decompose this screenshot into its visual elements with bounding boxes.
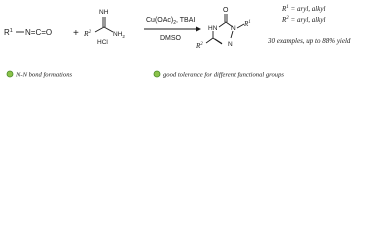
isocyanate-group: N=C=O [25,28,52,37]
r1-label: R [4,28,10,37]
imine-nh: NH [99,9,109,16]
product-r1: R [243,20,249,28]
ring-n1: N [231,25,236,32]
svg-text:R2 = aryl, alkyl: R2 = aryl, alkyl [281,16,325,24]
catalyst-tail: , TBAI [176,17,195,24]
scope-notes: R1 = aryl, alkyl R2 = aryl, alkyl 30 exa… [267,5,351,45]
ring-hn: HN [208,25,218,32]
svg-text:Cu(OAc)2, TBAI: Cu(OAc)2, TBAI [146,17,195,26]
triazolone-product: O HN N R1 N R2 [195,7,251,50]
product-r2: R [195,42,201,50]
catalyst-sub: 2 [173,20,176,26]
svg-text:R2: R2 [195,42,203,50]
svg-text:R1: R1 [4,28,13,37]
reaction-conditions: Cu(OAc)2, TBAI DMSO [144,17,201,42]
svg-text:R2: R2 [83,29,92,38]
product-r2-sup: 2 [200,42,203,47]
highlight-2: good tolerance for different functional … [153,70,284,79]
scope-r2-text: = aryl, alkyl [289,16,326,24]
r1-sup: 1 [10,28,13,34]
hcl-label: HCl [97,39,108,46]
arrowhead-icon [196,26,201,32]
product-r1-sup: 1 [248,20,251,25]
scope-r2-label: R [281,16,287,24]
highlight-1: N-N bond formations [6,70,72,79]
highlight-text: N-N bond formations [15,72,72,79]
amine-sub: 2 [122,34,125,39]
plus-sign: + [73,28,79,39]
scope-examples: 30 examples, up to 88% yield [267,37,351,45]
scope-r1-text: = aryl, alkyl [289,5,326,13]
reaction-scheme: R1 N=C=O + NH R2 NH2 HCl Cu(OAc)2, TBAI … [4,5,351,79]
r2-label: R [83,29,89,38]
svg-text:R1: R1 [243,20,251,28]
catalyst-label: Cu(OAc) [146,17,173,24]
svg-text:NH2: NH2 [113,31,125,39]
scope-r2-sup: 2 [286,16,289,21]
r2-sup: 2 [89,30,92,35]
bullet-icon [6,70,14,78]
bullet-icon [153,70,161,78]
scope-r1-label: R [281,5,287,13]
carbonyl-o: O [223,7,229,14]
amidine-hydrochloride: NH R2 NH2 HCl [83,9,125,46]
isocyanate: R1 N=C=O [4,28,52,37]
amine-nh: NH [113,31,123,38]
svg-text:R1 = aryl, alkyl: R1 = aryl, alkyl [281,5,325,13]
solvent-label: DMSO [160,35,182,42]
scope-r1-sup: 1 [286,5,289,10]
highlight-text: good tolerance for different functional … [163,72,284,79]
ring-n4: N [228,41,233,48]
